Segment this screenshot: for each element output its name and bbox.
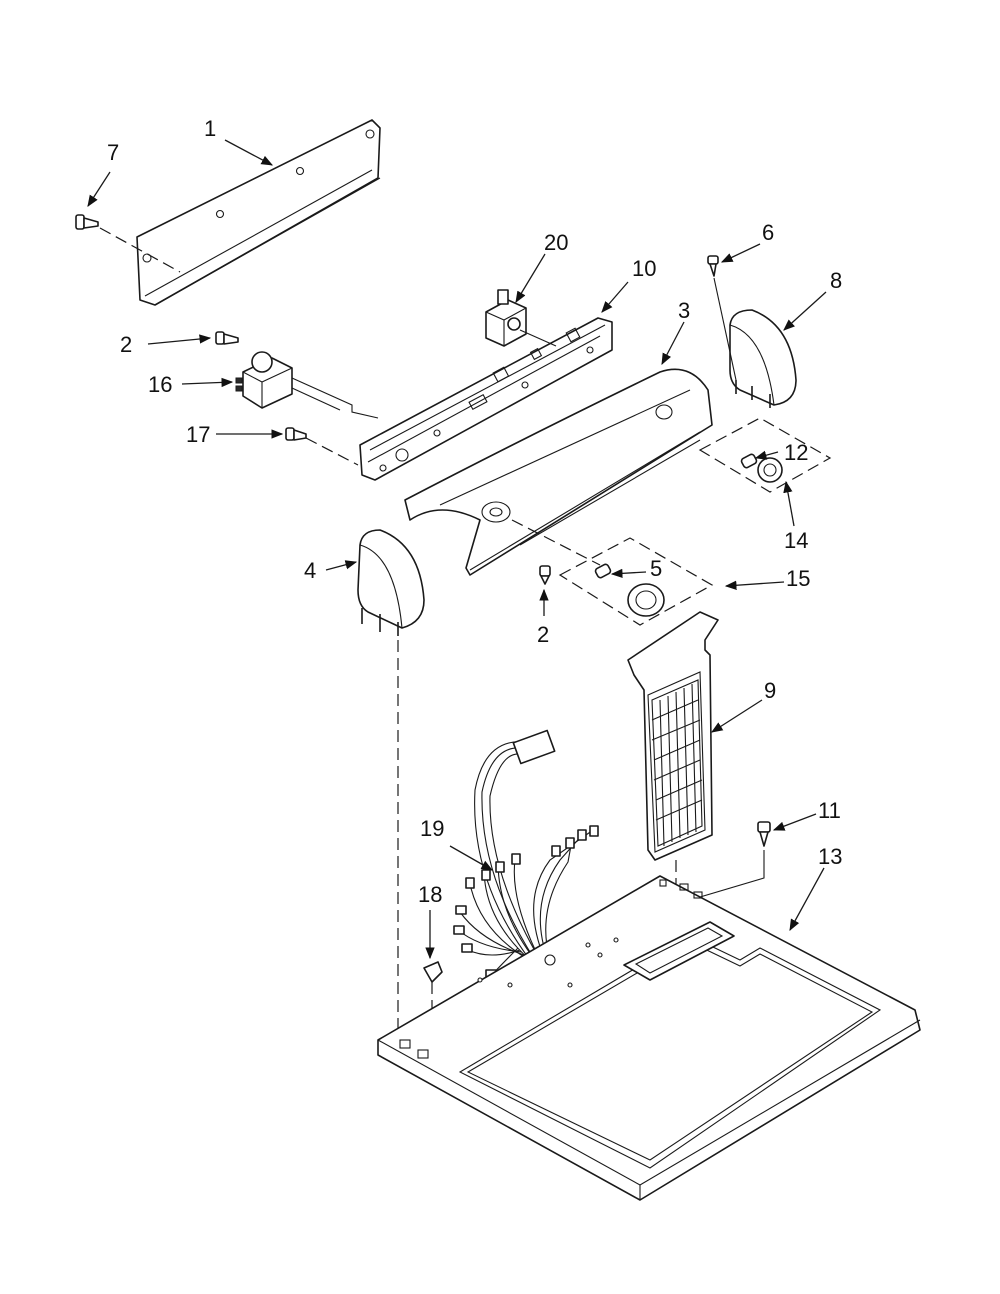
callout-12: 12: [784, 440, 808, 465]
callout-5: 5: [650, 556, 662, 581]
callout-4: 4: [304, 558, 316, 583]
callout-20: 20: [544, 230, 568, 255]
part-top-panel-13: [377, 875, 921, 1201]
part-screw-2-lower: [539, 565, 551, 585]
part-console-3: [404, 368, 713, 576]
callout-19: 19: [420, 816, 444, 841]
callout-3: 3: [678, 298, 690, 323]
callout-7: 7: [107, 140, 119, 165]
part-end-cap-4: [357, 529, 425, 1040]
callout-16: 16: [148, 372, 172, 397]
part-switch-20: [485, 289, 557, 347]
callout-labels: 1 7 2 16 17 20 10 3 6 8 12 14 4 5 15 2 9…: [107, 116, 842, 907]
part-screw-6: [707, 255, 737, 381]
part-rear-panel: [136, 119, 381, 306]
callout-11: 11: [818, 798, 841, 823]
callout-2-lower: 2: [537, 622, 549, 647]
part-screw-11: [689, 821, 771, 901]
callout-15: 15: [786, 566, 810, 591]
part-knob-15: [511, 519, 714, 626]
callout-18: 18: [418, 882, 442, 907]
callout-2-upper: 2: [120, 332, 132, 357]
part-screw-7: [75, 214, 181, 273]
part-wire-harness-19: [453, 729, 599, 979]
callout-6: 6: [762, 220, 774, 245]
part-screw-2-upper: [215, 331, 239, 345]
callout-8: 8: [830, 268, 842, 293]
callout-10: 10: [632, 256, 656, 281]
callout-leaders: [87, 139, 827, 960]
part-knob-14: [698, 417, 832, 493]
callout-1: 1: [204, 116, 216, 141]
callout-13: 13: [818, 844, 842, 869]
callout-14: 14: [784, 528, 808, 553]
callout-9: 9: [764, 678, 776, 703]
part-end-cap-8: [729, 309, 797, 408]
part-timer-16: [235, 351, 379, 419]
callout-17: 17: [186, 422, 210, 447]
part-screw-17: [285, 427, 359, 466]
part-bracket-10: [359, 317, 613, 481]
lint-screen-mesh: [651, 683, 703, 847]
